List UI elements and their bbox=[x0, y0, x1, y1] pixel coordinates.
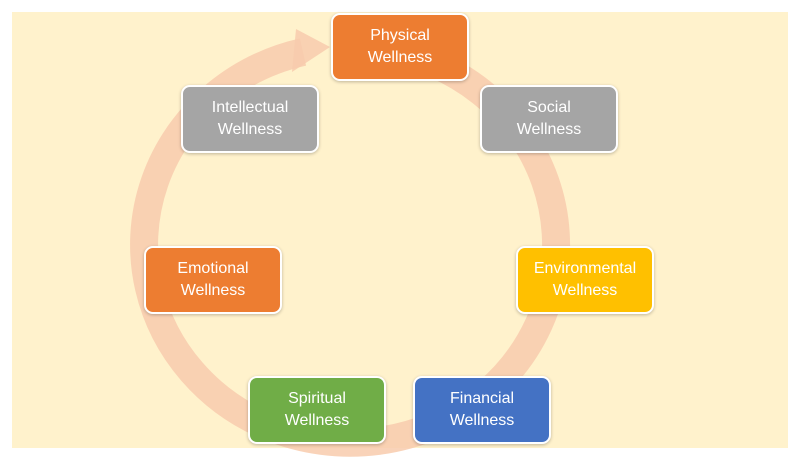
node-label-line2: Wellness bbox=[180, 282, 246, 299]
node-label-line2: Wellness bbox=[217, 121, 283, 138]
intellectual-wellness-node: Intellectual Wellness bbox=[181, 85, 319, 153]
node-label-line2: Wellness bbox=[367, 49, 433, 66]
node-label-line1: Emotional bbox=[177, 260, 249, 277]
node-label-line1: Environmental bbox=[533, 260, 637, 277]
node-label-line1: Spiritual bbox=[288, 390, 346, 407]
spiritual-wellness-node: Spiritual Wellness bbox=[248, 376, 386, 444]
node-label-line1: Financial bbox=[449, 390, 515, 407]
environmental-wellness-node: Environmental Wellness bbox=[516, 246, 654, 314]
node-label-line2: Wellness bbox=[284, 412, 350, 429]
physical-wellness-node: Physical Wellness bbox=[331, 13, 469, 81]
node-label-line1: Social bbox=[527, 99, 571, 116]
emotional-wellness-node: Emotional Wellness bbox=[144, 246, 282, 314]
node-label-line2: Wellness bbox=[552, 282, 618, 299]
node-label-line1: Intellectual bbox=[211, 99, 289, 116]
node-label-line2: Wellness bbox=[449, 412, 515, 429]
node-label-line2: Wellness bbox=[516, 121, 582, 138]
social-wellness-node: Social Wellness bbox=[480, 85, 618, 153]
financial-wellness-node: Financial Wellness bbox=[413, 376, 551, 444]
cycle-arrowhead bbox=[292, 29, 330, 72]
node-label-line1: Physical bbox=[370, 27, 430, 44]
